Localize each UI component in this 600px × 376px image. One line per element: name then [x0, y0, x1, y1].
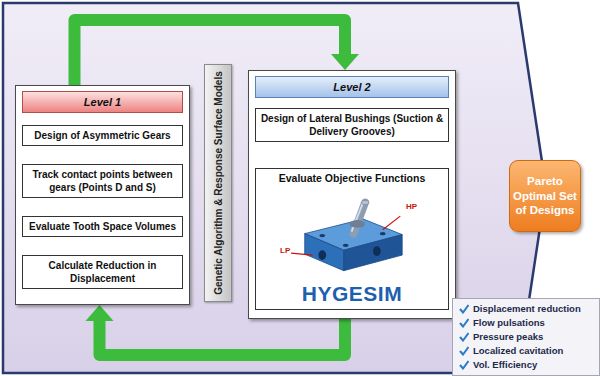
result-box: Pareto Optimal Set of Designs — [509, 160, 581, 232]
box-text: Calculate Reduction in Displacement — [27, 259, 178, 285]
software-logo: HYGESIM — [302, 280, 402, 307]
coupling — [350, 220, 366, 228]
check-stroke — [460, 333, 469, 341]
objective-text: Pressure peaks — [473, 330, 543, 344]
box-text: Evaluate Tooth Space Volumes — [27, 220, 178, 233]
objective-list: Displacement reductionFlow pulsationsPre… — [452, 298, 600, 376]
box-text: Design of Asymmetric Gears — [27, 129, 178, 142]
objective-text: Flow pulsations — [473, 316, 545, 330]
objective-item: Flow pulsations — [459, 316, 595, 330]
check-mark — [459, 332, 469, 342]
shaft — [353, 202, 365, 233]
box-text: Track contact points between gears (Poin… — [27, 168, 178, 194]
objective-item: Pressure peaks — [459, 330, 595, 344]
box-text: Design of Lateral Bushings (Suction & De… — [260, 112, 444, 138]
check-mark — [459, 304, 469, 314]
arrow-head — [86, 305, 114, 321]
port — [373, 246, 381, 256]
port — [318, 250, 326, 260]
check-stroke — [460, 361, 469, 369]
check-mark — [459, 360, 469, 370]
vertical-label: Genetic Algorithm & Response Surface Mod… — [213, 71, 224, 295]
method-bar: Genetic Algorithm & Response Surface Mod… — [204, 64, 232, 302]
objective-item: Vol. Efficiency — [459, 358, 595, 372]
level-header: Level 2 — [255, 76, 449, 98]
bolt-hole — [319, 234, 325, 237]
objective-item: Localized cavitation — [459, 344, 595, 358]
level-panel: Level 1 Design of Asymmetric GearsTrack c… — [15, 85, 190, 305]
simulation-box: Evaluate Objective FunctionsHYGESIM LP HP — [255, 168, 449, 310]
objective-item: Displacement reduction — [459, 302, 595, 316]
check-stroke — [460, 347, 469, 355]
bolt-hole — [343, 244, 349, 247]
process-box: Design of Lateral Bushings (Suction & De… — [255, 108, 449, 142]
bolt-hole — [380, 232, 386, 235]
port-label: LP — [280, 246, 290, 256]
objective-text: Vol. Efficiency — [473, 358, 537, 372]
process-box: Design of Asymmetric Gears — [22, 125, 183, 146]
hp-leader — [383, 216, 401, 230]
process-box: Calculate Reduction in Displacement — [22, 255, 183, 289]
check-stroke — [460, 305, 469, 313]
pump-left-face — [305, 234, 344, 271]
objective-text: Localized cavitation — [473, 344, 563, 358]
level-panel: Level 2 Design of Lateral Bushings (Sucti… — [248, 70, 456, 319]
box-title: Evaluate Objective Functions — [279, 172, 425, 186]
arrow-head — [331, 54, 359, 70]
check-mark — [459, 318, 469, 328]
process-box: Track contact points between gears (Poin… — [22, 164, 183, 198]
lp-leader — [291, 253, 312, 255]
shaft-end — [361, 200, 369, 204]
arrow-line — [100, 319, 346, 355]
check-mark — [459, 346, 469, 356]
pump-right-face — [344, 235, 402, 271]
level-header: Level 1 — [22, 91, 183, 113]
result-text: Pareto Optimal Set of Designs — [513, 174, 577, 217]
check-stroke — [460, 319, 469, 327]
port-label: HP — [406, 202, 417, 212]
objective-text: Displacement reduction — [473, 302, 581, 316]
process-box: Evaluate Tooth Space Volumes — [22, 216, 183, 237]
